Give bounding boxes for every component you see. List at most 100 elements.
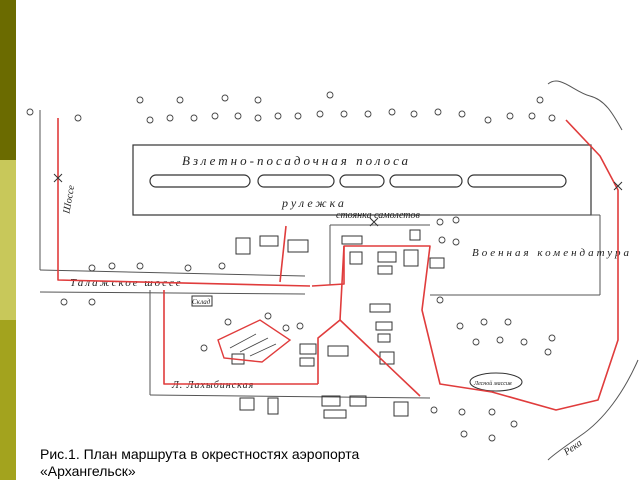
building [321,395,341,407]
cross-marker [613,181,623,191]
cross-marker [53,173,63,183]
forest-area [469,372,523,392]
tree [218,262,226,270]
tree [211,112,219,120]
tree [166,114,174,122]
tree [520,338,528,346]
building [379,351,395,365]
building [349,395,367,407]
building [191,295,213,307]
river [547,80,639,461]
forest-label: Лесной массив [473,380,512,387]
tree [488,408,496,416]
taxiway-label: рулежка [281,196,347,210]
building [369,303,391,313]
building [349,251,363,265]
tree [458,110,466,118]
side-bar-segment-light [0,160,16,320]
runway-stripe [467,174,567,188]
runway-label: Взлетно-посадочная полоса [182,153,411,168]
building [375,321,393,331]
building [235,237,251,255]
runway-stripe [149,174,251,188]
side-bar-segment-dark [0,0,16,160]
tree [224,318,232,326]
runway-stripe [389,174,463,188]
tree [430,406,438,414]
tree [282,324,290,332]
tree [472,338,480,346]
caption-line-1: Рис.1. План маршрута в окрестностях аэро… [40,446,360,462]
tree [548,334,556,342]
boundary-highway-bottom [39,291,306,295]
slide-side-bar [0,0,16,480]
building [239,397,255,411]
route-map: Взлетно-посадочная полоса рулежка Талажс… [26,80,639,461]
route-west-segment [57,118,311,287]
tree [88,298,96,306]
building [403,249,419,267]
tree [316,110,324,118]
boundary-south [149,394,431,399]
runway-stripe [257,174,335,188]
building [267,397,279,415]
tree [410,110,418,118]
tree [548,114,556,122]
tree [510,420,518,428]
tree [458,408,466,416]
building [327,345,349,357]
building [377,333,391,343]
tree [274,112,282,120]
tree-row-top [26,91,556,124]
runway [132,144,592,216]
tree [136,96,144,104]
tree [438,236,446,244]
river-bank-top [547,80,623,131]
tree [234,112,242,120]
tree-row-middle [60,216,460,306]
tree [536,96,544,104]
route-spur-north [279,225,287,283]
tree [364,110,372,118]
caption-line-2: «Архангельск» [40,463,136,479]
tree [496,336,504,344]
yard-outline [217,319,292,363]
parking-label: стоянка самолетов [336,210,421,221]
side-bar-segment-mid [0,320,16,480]
tree [74,114,82,122]
tree [488,434,496,442]
tree [484,116,492,124]
tree [176,96,184,104]
building [377,265,393,275]
tree [184,264,192,272]
yard-hatching [229,333,277,357]
tree [108,262,116,270]
building [341,235,363,245]
route-apron-link [311,246,345,287]
tree [452,216,460,224]
tree [506,112,514,120]
building [299,343,317,355]
tree [296,322,304,330]
buildings [191,229,445,419]
building [429,257,445,269]
commandant-label: Военная комендатура [472,247,632,259]
building-left-label: Склад [192,298,211,306]
tree [254,114,262,122]
runway-outline [132,144,592,216]
tree [264,312,272,320]
building [393,401,409,417]
tree [294,112,302,120]
route-markers [53,173,623,227]
building [323,409,347,419]
tree [136,262,144,270]
tree [528,112,536,120]
building [377,251,397,263]
runway-stripe [339,174,385,188]
tree [221,94,229,102]
highway-bottom-label: Л. Лахыбинская [171,380,254,391]
tree [460,430,468,438]
building [287,239,309,253]
building [259,235,279,247]
tree [340,110,348,118]
